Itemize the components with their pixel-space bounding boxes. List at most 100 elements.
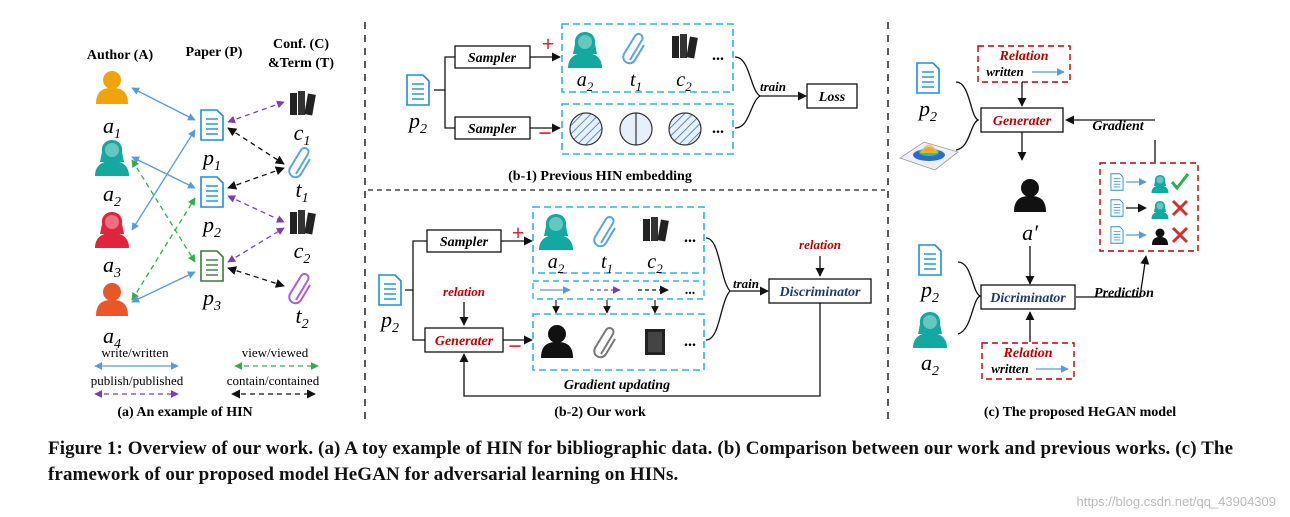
legend-publish-label: publish/published [91,373,184,388]
edge-view [131,197,196,301]
c-relation-top-label: Relation [998,49,1048,64]
edge-contain [227,127,285,165]
conf-c2-books-icon [290,210,316,235]
edge-write [131,156,196,189]
legend-contain-label: contain/contained [227,373,320,388]
check-icon [1170,173,1190,191]
col-conf-heading: Conf. (C) [273,37,329,52]
b2-sampler-label: Sampler [440,235,489,250]
c-node-a2-label: a2 [921,350,939,379]
generated-person-icon [541,325,573,358]
edge-write [131,87,196,121]
edge-publish [227,227,285,263]
b2-pos-t1: t1 [601,251,613,276]
b1-branch-top [434,56,455,91]
c-discriminator-box [980,284,1076,310]
c-node-p2-label: p2 [917,96,937,125]
b2-generator-label: Generater [435,334,494,349]
paper-p3-label: p3 [201,285,221,314]
books-icon [643,217,669,242]
b2-relation-box [532,280,705,300]
paper-p1-icon [200,109,224,141]
c-relation-top-box [977,45,1071,83]
legend-view-label: view/viewed [242,345,309,360]
b1-pos-dots: ... [712,47,724,64]
paper-p2-icon [200,176,224,208]
cross-icon [1171,199,1189,217]
b1-sampler-bot-label: Sampler [468,122,517,137]
term-t2-label: t2 [295,303,308,332]
b1-node-label: p2 [407,108,427,137]
edge-write [131,129,196,231]
b1-train-label: train [760,79,786,94]
b2-relation-top-label: relation [799,237,841,252]
gaussian-plot-icon [899,141,959,171]
edge-write [131,271,196,303]
b2-pos-a2: a2 [548,251,565,276]
paper-p2-label: p2 [201,212,221,241]
c-pred-row-1 [1110,173,1190,193]
author-a3-icon [95,212,129,248]
c-prediction-box [1099,162,1199,252]
panel-b1: p2 Sampler Sampler + − a2 t1 c2 ... ... … [406,23,858,184]
panel-b2: p2 Sampler relation Generater + − a2 t1 … [378,206,872,420]
author-a2-label: a2 [103,181,121,210]
conf-c1-books-icon [290,91,316,116]
cross-icon [1171,226,1189,244]
panel-b2-title: (b-2) Our work [554,405,646,420]
b1-loss-box [806,83,858,109]
c-a-prime-label: a′ [1022,220,1039,245]
b1-positive-box [561,23,734,93]
b2-merge-brace [705,237,731,341]
edge-publish [227,100,285,124]
edge-view [131,159,196,263]
clip-icon [593,326,616,359]
c-pred-row-2 [1110,199,1189,219]
c-gradient-label: Gradient [1092,119,1144,134]
author-a3-label: a3 [103,252,121,281]
b2-gradient-loop [459,303,821,397]
term-t1-clip-icon [288,146,311,179]
b1-sampler-top-label: Sampler [468,51,517,66]
b1-branch-bot [444,90,455,129]
author-a4-label: a4 [103,323,121,352]
legend-write-label: write/written [101,345,169,360]
book-icon [645,329,665,355]
c-prediction-label: Prediction [1094,286,1154,301]
b2-minus-sign: − [508,334,522,360]
c-gen-brace [955,81,980,151]
generated-person-icon [1014,179,1046,212]
b2-gradient-label: Gradient updating [564,378,670,393]
paper-p3-icon [200,250,224,282]
author-a2-icon [913,312,947,348]
b1-neg-node-1 [569,112,603,146]
b2-branch-bot [412,290,425,341]
b2-branch-top [405,240,427,291]
b2-pos-dots: ... [684,229,696,246]
edge-publish [227,195,285,223]
panel-a-title: (a) An example of HIN [117,405,252,420]
edge-contain [227,166,285,190]
watermark: https://blog.csdn.net/qq_43904309 [1076,494,1277,509]
c-pred-row-3 [1110,226,1189,245]
b2-rel-dots: ... [685,283,696,298]
b2-discriminator-label: Discriminator [779,285,861,300]
panel-a: Author (A) Paper (P) Conf. (C) &Term (T)… [87,37,334,420]
term-t2-clip-icon [288,272,311,305]
b2-relation-label: relation [443,284,485,299]
c-relation-bot-box [981,342,1075,380]
paper-p2-icon [916,62,940,94]
c-discriminator-label: Dicriminator [989,291,1066,306]
author-a4-icon [96,283,128,316]
figure-caption: Figure 1: Overview of our work. (a) A to… [48,438,1234,485]
c-relation-bot-written: written [991,361,1029,376]
c-disc-brace [957,261,982,335]
b1-pos-a2: a2 [577,69,594,94]
panel-c-title: (c) The proposed HeGAN model [984,405,1176,420]
c-prediction-arrow [1076,255,1150,298]
b2-plus-sign: + [512,220,525,245]
edge-contain [227,266,285,288]
paper-p1-label: p1 [201,145,221,174]
books-icon [672,34,698,59]
author-a1-icon [96,71,128,104]
